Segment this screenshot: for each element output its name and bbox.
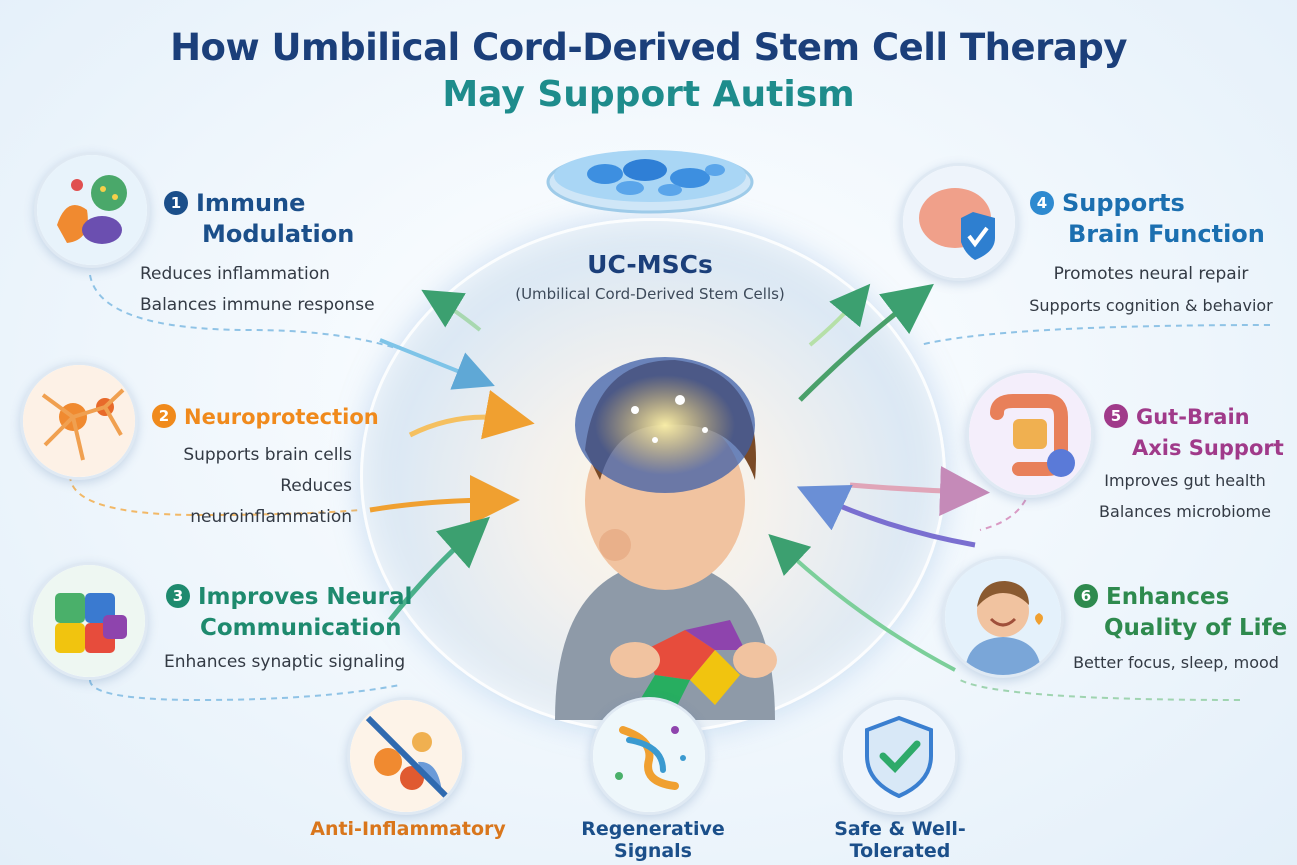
center-subheading: (Umbilical Cord-Derived Stem Cells)	[515, 285, 785, 303]
happy-child-icon	[942, 556, 1064, 678]
puzzle-pieces-icon	[30, 562, 148, 680]
benefit-3-line-1: Enhances synaptic signaling	[164, 652, 406, 672]
benefit-5-number: 5	[1104, 404, 1128, 428]
benefit-1-line-2: Balances immune response	[140, 295, 375, 315]
benefit-5-line-2: Balances microbiome	[1099, 502, 1271, 521]
bottom-label-safe-well-tolerated: Safe & Well-Tolerated	[834, 818, 966, 862]
shield-check-icon	[840, 697, 958, 815]
page-subtitle: May Support Autism	[442, 74, 855, 115]
benefit-4-line-1: Promotes neural repair	[1053, 264, 1249, 284]
benefit-5-line-1: Improves gut health	[1104, 471, 1266, 490]
dna-signals-icon	[590, 697, 708, 815]
intestine-icon	[966, 370, 1094, 498]
benefit-2-line-2: Reduces neuroinflammation	[190, 476, 352, 527]
benefit-4-line-2: Supports cognition & behavior	[1029, 296, 1273, 315]
brain-shield-icon	[900, 163, 1018, 281]
neuron-icon	[20, 362, 138, 480]
immune-cells-icon	[34, 152, 150, 268]
benefit-3-number: 3	[166, 584, 190, 608]
center-heading: UC-MSCs	[587, 250, 713, 279]
benefit-6-line-1: Better focus, sleep, mood	[1073, 653, 1279, 672]
benefit-2-line-1: Supports brain cells	[183, 445, 352, 465]
benefit-1-line-1: Reduces inflammation	[140, 264, 330, 284]
anti-inflammatory-icon	[347, 697, 465, 815]
petri-dish-icon	[546, 150, 754, 214]
benefit-6-number: 6	[1074, 584, 1098, 608]
page-title: How Umbilical Cord-Derived Stem Cell The…	[170, 26, 1127, 69]
benefit-1-number: 1	[164, 191, 188, 215]
bottom-label-regenerative-signals: Regenerative Signals	[581, 818, 725, 862]
benefit-2-number: 2	[152, 404, 176, 428]
benefit-4-number: 4	[1030, 191, 1054, 215]
child-brain-illustration	[555, 357, 777, 720]
bottom-label-anti-inflammatory: Anti-Inflammatory	[310, 818, 506, 840]
